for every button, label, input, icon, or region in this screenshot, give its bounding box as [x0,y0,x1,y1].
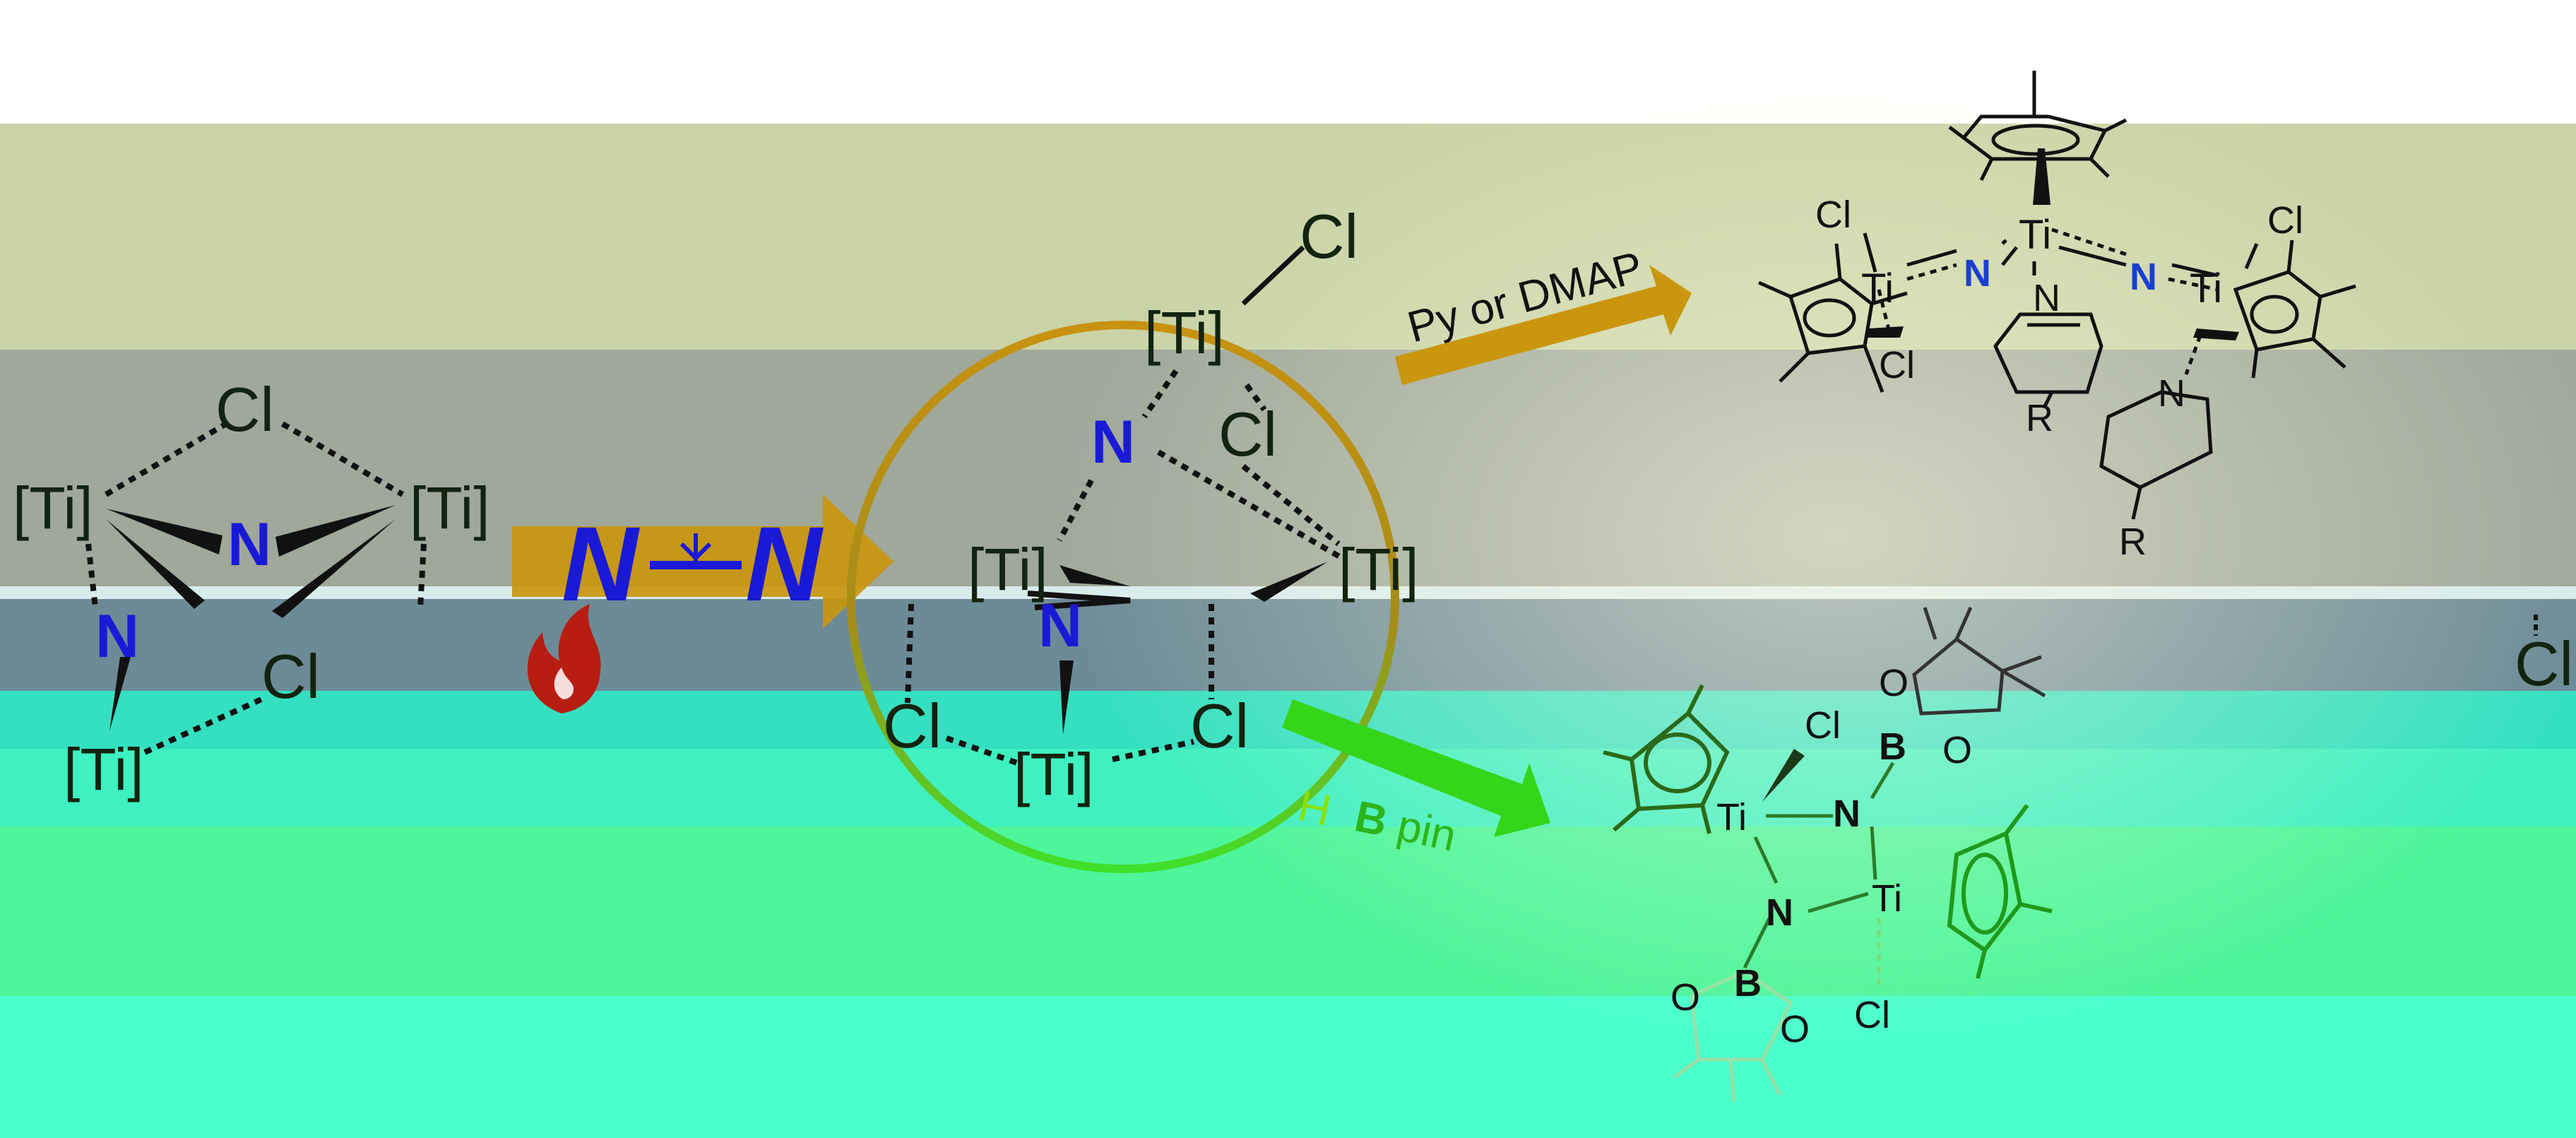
left-ti-top-left: [Ti] [13,475,93,541]
bottom-product-structure: Cl O B O Ti N N Ti B O O Cl [1603,606,2053,1103]
top-ti-left: Ti [1861,266,1894,312]
center-n-upper: N [1091,408,1135,476]
bottom-cl-bottom: Cl [1854,994,1890,1036]
center-n-center: N [1038,592,1082,660]
left-cl-right: Cl [261,641,320,711]
bottom-o-top-right: O [1942,729,1972,771]
bottom-o-top-left: O [1879,662,1909,704]
top-cl-lower-left: Cl [1879,344,1915,386]
center-ti-right: [Ti] [1339,536,1419,603]
n2-atom-2: N [745,504,824,623]
top-r-right: R [2119,521,2147,563]
center-ti-bottom: [Ti] [1014,741,1094,807]
bottom-b-bottom: B [1734,962,1762,1004]
top-n-right: N [2130,256,2157,298]
top-n-py-center: N [2033,277,2060,319]
reagent-hbpin-pin: pin [1393,801,1460,861]
center-cl-top: Cl [1300,201,1358,271]
dinitrogen-heat-arrow: N N [512,494,894,713]
edge-cl: Cl [2515,629,2573,699]
top-ti-right: Ti [2190,266,2222,312]
top-n-py-right: N [2158,372,2185,415]
top-r-center: R [2026,397,2053,439]
bottom-ti-left: Ti [1716,796,1747,838]
top-cl-right: Cl [2267,199,2303,242]
left-n-lower: N [95,603,139,670]
flame-icon [527,604,601,713]
top-ti-center: Ti [2019,212,2051,258]
top-cl-upper-left: Cl [1815,194,1851,236]
bottom-ti-right: Ti [1872,877,1902,920]
center-cl-upper: Cl [1218,399,1277,469]
top-product-structure: Ti Ti Ti Cl Cl Cl N N N N R R [1757,71,2356,563]
n2-atom-1: N [562,504,640,623]
edge-fragment: Cl [2515,615,2573,699]
bottom-cl-top: Cl [1805,704,1841,747]
center-ti-top: [Ti] [1144,300,1225,366]
left-ti-top-right: [Ti] [410,475,490,541]
center-cluster: Cl [Ti] N Cl [Ti] [Ti] N Cl [Ti] Cl [847,201,1419,873]
left-titanium-nitride-cluster: [Ti] [Ti] Cl N N Cl [Ti] [13,374,490,802]
left-cl-top: Cl [215,374,274,444]
center-ti-left: [Ti] [968,536,1048,603]
bottom-n-right: N [1833,793,1860,835]
center-cl-right: Cl [1190,691,1249,761]
left-n-center: N [227,511,271,579]
background-bands [0,28,2576,1138]
bottom-o-bottom-left: O [1670,976,1700,1019]
top-n-left: N [1964,252,1991,295]
center-cl-left: Cl [883,691,942,761]
bottom-o-bottom-right: O [1780,1008,1810,1050]
bottom-b-top: B [1879,725,1906,768]
bottom-n-left: N [1766,891,1793,934]
left-ti-bottom: [Ti] [64,736,144,802]
